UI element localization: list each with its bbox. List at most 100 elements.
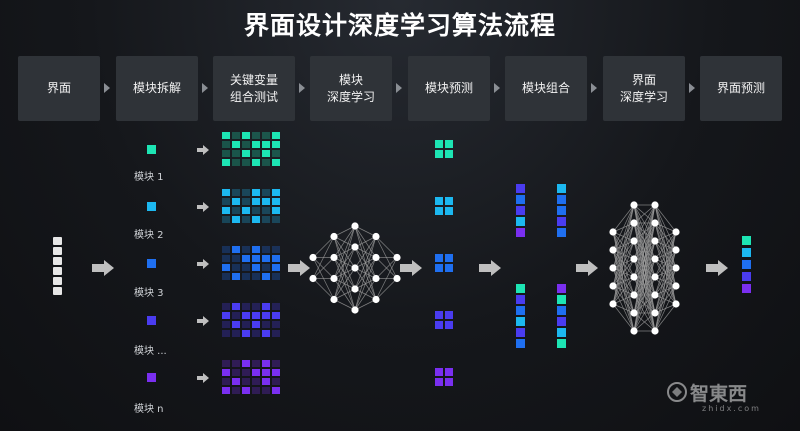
combination-cell <box>272 198 280 205</box>
combination-cell <box>252 330 260 337</box>
step-box-3: 关键变量 组合测试 <box>213 56 295 121</box>
prediction-cell <box>435 207 443 215</box>
combination-cell <box>242 360 250 367</box>
module-network-edge <box>354 278 377 311</box>
module-arrow <box>197 145 209 155</box>
combination-block <box>557 317 566 326</box>
interface-network-edge <box>633 204 656 332</box>
combination-cell <box>262 189 270 196</box>
step-box-5: 模块预测 <box>408 56 490 121</box>
combination-cell <box>242 189 250 196</box>
combination-cell <box>252 141 260 148</box>
interface-network-edge <box>612 204 635 233</box>
combination-cell <box>222 378 230 385</box>
interface-network-node <box>630 327 638 335</box>
module-network-node <box>330 295 338 304</box>
flow-arrow <box>92 260 114 276</box>
interface-prediction-block <box>742 260 751 269</box>
prediction-cell <box>435 378 443 386</box>
combination-cell <box>262 303 270 310</box>
combination-cell <box>262 264 270 271</box>
interface-network-node <box>651 273 659 281</box>
module-network-edge <box>333 288 356 300</box>
step-arrow-3 <box>299 83 305 93</box>
interface-network-edge <box>654 204 677 233</box>
combination-block <box>557 295 566 304</box>
combination-cell <box>222 159 230 166</box>
flow-arrow <box>706 260 728 276</box>
flow-arrow <box>576 260 598 276</box>
interface-network-edge <box>612 294 635 305</box>
interface-network-edge <box>654 231 677 278</box>
combination-cell <box>232 312 240 319</box>
interface-prediction-block <box>742 248 751 257</box>
interface-prediction-block <box>742 284 751 293</box>
module-network-edge <box>312 236 335 258</box>
interface-network-edge <box>654 249 677 332</box>
combination-cell <box>252 369 260 376</box>
module-square <box>147 316 156 325</box>
interface-network-edge <box>654 231 677 332</box>
combination-cell <box>222 150 230 157</box>
module-network-edge <box>333 267 356 300</box>
combination-block <box>516 206 525 215</box>
watermark-text: 智東西 <box>690 383 748 405</box>
interface-network-edge <box>633 294 656 332</box>
interface-network-node <box>609 228 617 236</box>
step-arrow-4 <box>396 83 402 93</box>
combination-cell <box>272 159 280 166</box>
combination-cell <box>222 255 230 262</box>
interface-network-node <box>672 264 680 272</box>
module-square <box>147 145 156 154</box>
combination-cell <box>262 198 270 205</box>
combination-cell <box>252 312 260 319</box>
combination-block <box>516 217 525 226</box>
step-arrow-6 <box>591 83 597 93</box>
prediction-cell <box>435 254 443 262</box>
interface-network-edge <box>612 276 635 305</box>
interface-network-edge <box>654 231 677 260</box>
interface-network-edge <box>633 258 656 332</box>
combination-cell <box>272 189 280 196</box>
module-arrow <box>197 202 209 212</box>
interface-network-node <box>672 282 680 290</box>
interface-network-node <box>609 246 617 254</box>
combination-cell <box>232 360 240 367</box>
combination-cell <box>222 273 230 280</box>
interface-network-edge <box>654 231 677 314</box>
interface-network-node <box>630 291 638 299</box>
combination-cell <box>242 264 250 271</box>
combination-cell <box>242 387 250 394</box>
module-network-edge <box>333 299 356 311</box>
combination-cell <box>252 321 260 328</box>
interface-network-edge <box>633 312 656 332</box>
module-arrow <box>197 316 209 326</box>
combination-cell <box>222 369 230 376</box>
combination-block <box>516 284 525 293</box>
interface-network-edge <box>612 222 635 305</box>
interface-network-node <box>609 264 617 272</box>
module-network-node <box>372 295 380 304</box>
interface-network-node <box>651 309 659 317</box>
prediction-cell <box>435 321 443 329</box>
combination-cell <box>242 303 250 310</box>
combination-block <box>557 339 566 348</box>
step-arrow-1 <box>104 83 110 93</box>
process-steps: 界面模块拆解关键变量 组合测试模块 深度学习模块预测模块组合界面 深度学习界面预… <box>0 0 800 121</box>
prediction-cell <box>435 311 443 319</box>
combination-cell <box>262 159 270 166</box>
combination-cell <box>242 255 250 262</box>
input-block <box>53 267 62 275</box>
prediction-cell <box>445 321 453 329</box>
combination-cell <box>232 216 240 223</box>
module-network-edge <box>354 299 377 311</box>
step-arrow-2 <box>202 83 208 93</box>
combination-cell <box>242 369 250 376</box>
interface-network-node <box>651 255 659 263</box>
combination-cell <box>232 255 240 262</box>
combination-cell <box>272 273 280 280</box>
combination-cell <box>232 378 240 385</box>
combination-cell <box>262 216 270 223</box>
input-block <box>53 237 62 245</box>
module-network-edge <box>354 236 377 311</box>
